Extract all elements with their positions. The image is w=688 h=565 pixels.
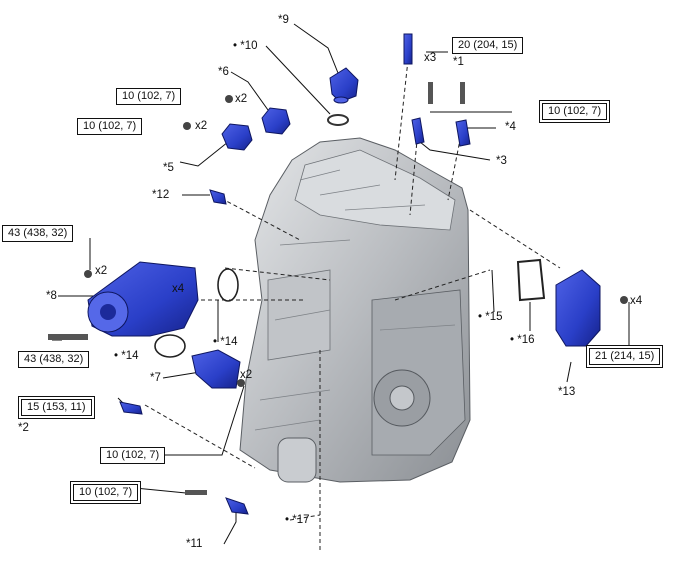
callout-1: *1 (453, 56, 464, 68)
qty-pump-side: x4 (172, 283, 185, 295)
torque-vacuum-pump: 21 (214, 15) (586, 345, 664, 368)
torque-outlet-bolts: 10 (102, 7) (100, 447, 166, 464)
callout-6: *6 (218, 66, 229, 78)
pointer-lines (52, 23, 630, 545)
torque-spark-plug: 20 (204, 15) (452, 37, 524, 54)
callout-4: *4 (505, 121, 516, 133)
torque-oil-valve-lower: 10 (102, 7) (77, 118, 143, 135)
callout-2: *2 (18, 422, 29, 434)
callout-16: • *16 (510, 334, 535, 346)
callout-8: *8 (46, 290, 57, 302)
callout-12: *12 (152, 189, 170, 201)
callout-15: • *15 (478, 311, 503, 323)
qty-spark-plug: x3 (424, 52, 437, 64)
qty-pump-top: x2 (95, 265, 108, 277)
torque-cam-bolts: 10 (102, 7) (539, 100, 611, 123)
callout-7: *7 (150, 372, 161, 384)
torque-oil-valve-upper: 10 (102, 7) (116, 88, 182, 105)
callout-5: *5 (163, 162, 174, 174)
callout-10: • *10 (233, 40, 258, 52)
qty-vacuum-pump: x4 (630, 295, 643, 307)
callout-9: *9 (278, 14, 289, 26)
torque-pump-bolt-lower: 43 (438, 32) (18, 351, 90, 368)
qty-oil-valve-lower: x2 (195, 120, 208, 132)
callout-11: *11 (186, 538, 203, 550)
qty-outlet-bolts: x2 (240, 369, 253, 381)
engine-block (239, 137, 471, 483)
callout-14-left: • *14 (114, 350, 139, 362)
leader-lines (144, 59, 561, 553)
torque-pump-bolts: 43 (438, 32) (2, 225, 74, 242)
torque-sensor-11: 10 (102, 7) (70, 481, 142, 504)
torque-sensor-2: 15 (153, 11) (18, 396, 95, 419)
blue-parts (48, 33, 628, 515)
callout-17: • *17 (285, 514, 310, 526)
callout-3: *3 (496, 155, 507, 167)
qty-oil-valve-upper: x2 (235, 93, 248, 105)
callout-13: *13 (558, 386, 576, 398)
callout-14-right: • *14 (213, 336, 238, 348)
